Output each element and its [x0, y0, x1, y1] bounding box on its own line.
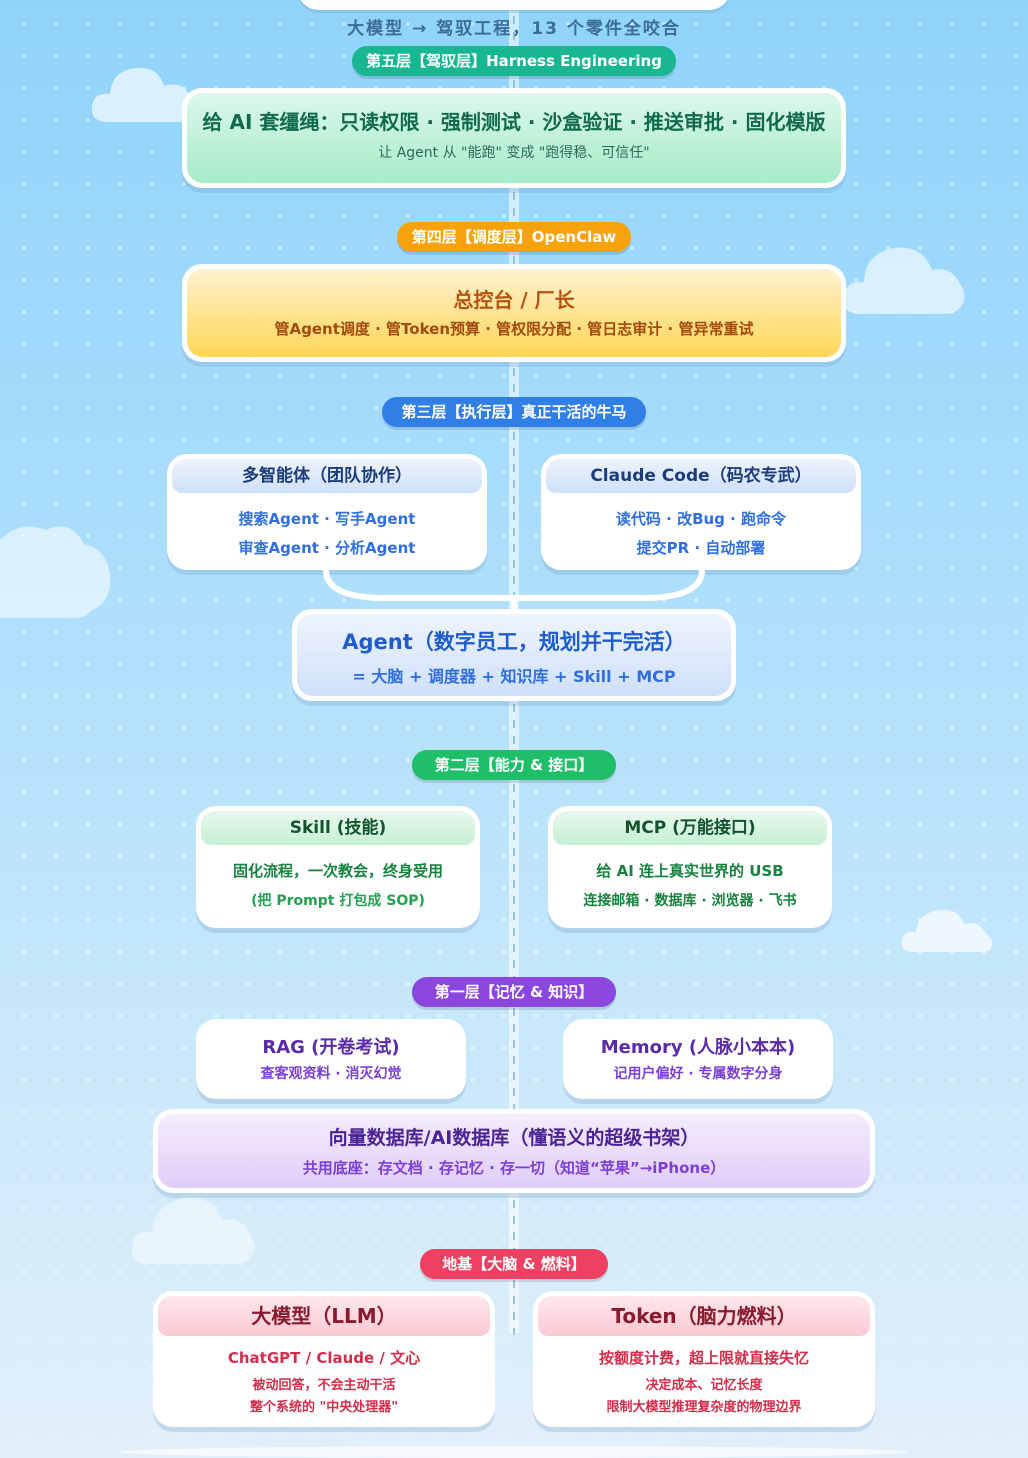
cloud-decoration	[843, 247, 965, 314]
multi-agent-line2: 审查Agent · 分析Agent	[238, 539, 416, 557]
llm-card: 大模型（LLM） ChatGPT / Claude / 文心 被动回答，不会主动…	[153, 1291, 495, 1427]
multi-agent-title: 多智能体（团队协作）	[172, 459, 482, 493]
rag-card: RAG (开卷考试) 查客观资料 · 消灭幻觉	[196, 1019, 466, 1099]
agent-title: Agent（数字员工，规划并干完活）	[342, 630, 686, 654]
layer4-title: 总控台 / 厂长	[453, 288, 575, 312]
mcp-line2: 连接邮箱 · 数据库 · 浏览器 · 飞书	[583, 893, 797, 909]
layer5-subtitle: 让 Agent 从 "能跑" 变成 "跑得稳、可信任"	[378, 145, 650, 161]
vector-db-card: 向量数据库/AI数据库（懂语义的超级书架） 共用底座：存文档 · 存记忆 · 存…	[153, 1109, 875, 1193]
claude-code-line2: 提交PR · 自动部署	[636, 539, 766, 557]
skill-title: Skill (技能)	[201, 811, 475, 845]
token-line2: 决定成本、记忆长度	[645, 1378, 763, 1393]
page-subtitle: 大模型 → 驾驭工程，13 个零件全咬合	[347, 19, 681, 39]
skill-card: Skill (技能) 固化流程，一次教会，终身受用 (把 Prompt 打包成 …	[196, 806, 480, 928]
token-line1: 按额度计费，超上限就直接失忆	[598, 1349, 809, 1367]
rag-line1: 查客观资料 · 消灭幻觉	[260, 1066, 402, 1082]
token-title: Token（脑力燃料）	[538, 1296, 870, 1336]
llm-title: 大模型（LLM）	[158, 1296, 490, 1336]
llm-line3: 整个系统的 "中央处理器"	[249, 1400, 399, 1415]
layer5-label: 第五层【驾驭层】Harness Engineering	[352, 46, 676, 76]
llm-line2: 被动回答，不会主动干活	[252, 1378, 396, 1393]
layer1-label: 第一层【记忆 & 知识】	[412, 977, 616, 1007]
claude-code-line1: 读代码 · 改Bug · 跑命令	[615, 510, 787, 528]
multi-agent-line1: 搜索Agent · 写手Agent	[238, 510, 416, 528]
rag-title: RAG (开卷考试)	[262, 1037, 400, 1058]
mcp-title: MCP (万能接口)	[553, 811, 827, 845]
llm-line1: ChatGPT / Claude / 文心	[227, 1349, 421, 1367]
claude-code-title: Claude Code（码农专武）	[546, 459, 856, 493]
skill-line2: (把 Prompt 打包成 SOP)	[251, 893, 425, 909]
layer5-title: 给 AI 套缰绳：只读权限 · 强制测试 · 沙盒验证 · 推送审批 · 固化模…	[202, 110, 826, 134]
cloud-decoration	[0, 526, 111, 618]
header-card	[297, 0, 731, 10]
mcp-line1: 给 AI 连上真实世界的 USB	[596, 862, 784, 880]
vector-db-title: 向量数据库/AI数据库（懂语义的超级书架）	[328, 1127, 700, 1149]
vector-db-subtitle: 共用底座：存文档 · 存记忆 · 存一切（知道“苹果”→iPhone）	[302, 1159, 726, 1177]
layer2-label: 第二层【能力 & 接口】	[412, 750, 616, 780]
agent-card: Agent（数字员工，规划并干完活） = 大脑 + 调度器 + 知识库 + Sk…	[292, 609, 736, 701]
agent-subtitle: = 大脑 + 调度器 + 知识库 + Skill + MCP	[352, 667, 676, 686]
mcp-card: MCP (万能接口) 给 AI 连上真实世界的 USB 连接邮箱 · 数据库 ·…	[548, 806, 832, 928]
ground-strip	[120, 1446, 908, 1458]
memory-line1: 记用户偏好 · 专属数字分身	[613, 1066, 783, 1082]
base-label: 地基【大脑 & 燃料】	[420, 1249, 608, 1279]
claude-code-card: Claude Code（码农专武） 读代码 · 改Bug · 跑命令 提交PR …	[541, 454, 861, 570]
layer4-label: 第四层【调度层】OpenClaw	[397, 222, 631, 252]
memory-card: Memory (人脉小本本) 记用户偏好 · 专属数字分身	[563, 1019, 833, 1099]
multi-agent-card: 多智能体（团队协作） 搜索Agent · 写手Agent 审查Agent · 分…	[167, 454, 487, 570]
layer4-card: 总控台 / 厂长 管Agent调度 · 管Token预算 · 管权限分配 · 管…	[182, 264, 846, 362]
token-line3: 限制大模型推理复杂度的物理边界	[606, 1400, 802, 1415]
cloud-decoration	[91, 67, 203, 122]
skill-line1: 固化流程，一次教会，终身受用	[232, 862, 443, 880]
token-card: Token（脑力燃料） 按额度计费，超上限就直接失忆 决定成本、记忆长度 限制大…	[533, 1291, 875, 1427]
cloud-decoration	[901, 909, 993, 952]
layer3-label: 第三层【执行层】真正干活的牛马	[382, 397, 646, 427]
layer4-subtitle: 管Agent调度 · 管Token预算 · 管权限分配 · 管日志审计 · 管异…	[274, 320, 754, 338]
memory-title: Memory (人脉小本本)	[600, 1037, 796, 1058]
cloud-decoration	[131, 1197, 255, 1264]
layer5-card: 给 AI 套缰绳：只读权限 · 强制测试 · 沙盒验证 · 推送审批 · 固化模…	[182, 88, 846, 188]
